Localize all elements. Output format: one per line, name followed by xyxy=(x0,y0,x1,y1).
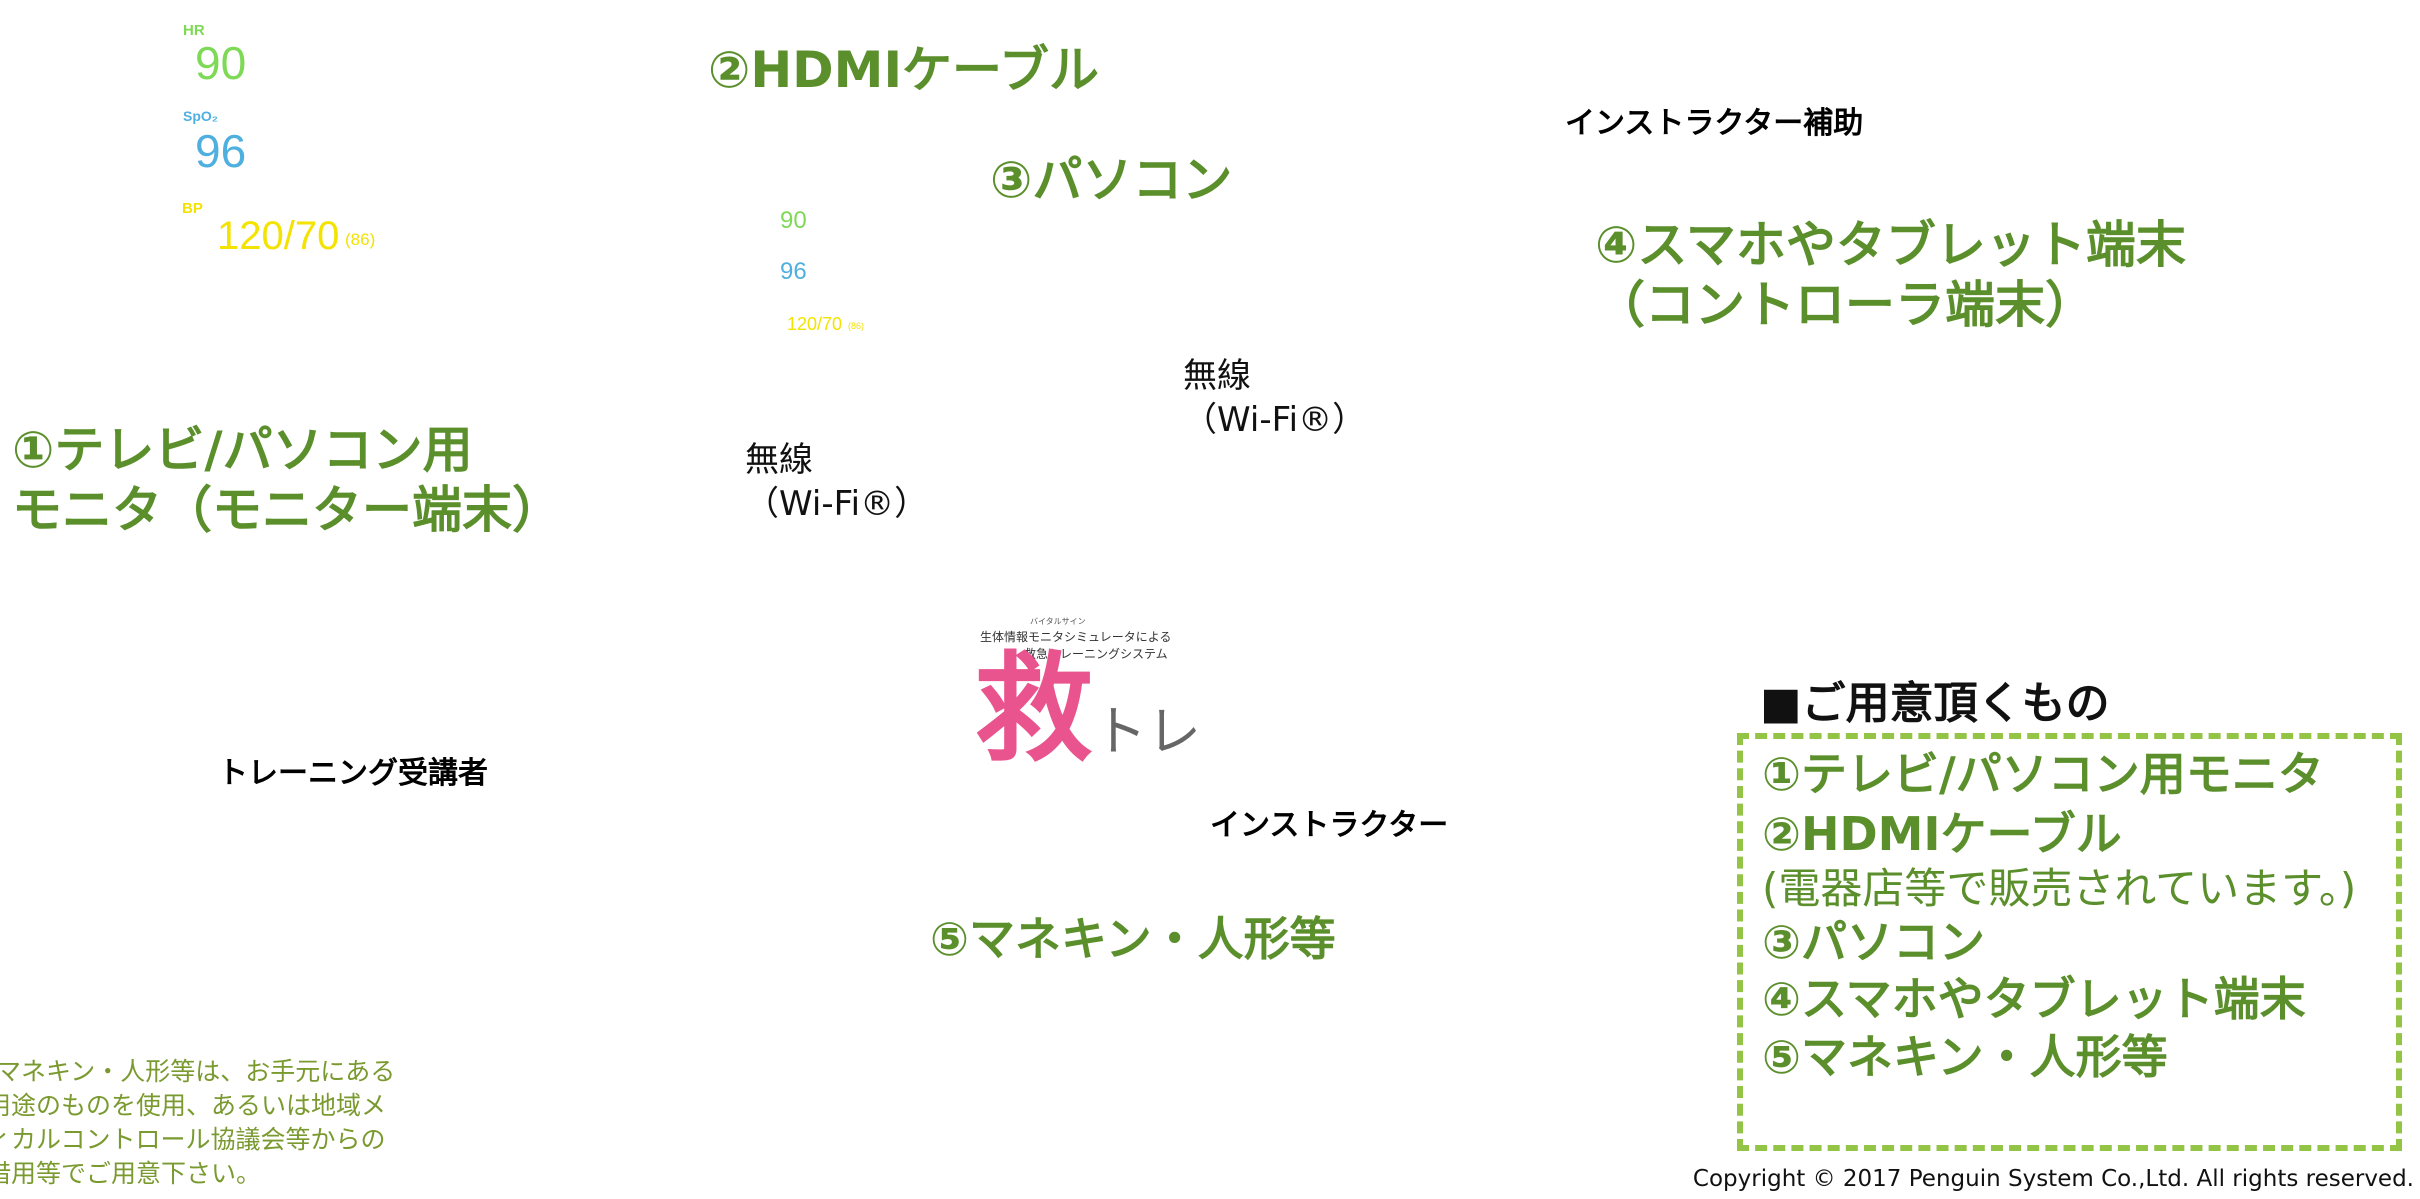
footnote-line-3: ィカルコントロール協議会等からの xyxy=(0,1125,386,1154)
prepare-item-2: ②HDMIケーブル xyxy=(1762,807,2122,861)
logo-kana: トレ xyxy=(1093,700,1201,763)
wireless-left-sub: （Wi-Fi®） xyxy=(745,484,929,524)
label-hdmi: ②HDMIケーブル xyxy=(708,41,1100,99)
spo2-wave-large xyxy=(280,56,572,154)
prepare-heading: ■ご用意頂くもの xyxy=(1760,678,2110,729)
arrow-mannequin xyxy=(987,941,1030,988)
spo2-value: 96 xyxy=(195,125,247,177)
label-instructor-assistant: インストラクター補助 xyxy=(1565,106,1864,141)
footnote-line-2: 用途のものを使用、あるいは地域メ xyxy=(0,1091,387,1120)
spo2-label: SpO₂ xyxy=(183,108,218,124)
ecg-wave-small xyxy=(822,217,945,227)
laptop-bp-mean: (86) xyxy=(848,321,865,331)
label-monitor-line2: モニタ（モニター端末） xyxy=(12,481,562,539)
prepare-item-3: ③パソコン xyxy=(1762,915,1985,969)
label-monitor-line1: ①テレビ/パソコン用 xyxy=(12,421,473,479)
prepare-item-5: ⑤マネキン・人形等 xyxy=(1762,1030,2168,1084)
label-instructor: インストラクター xyxy=(1210,808,1449,843)
footnote: マネキン・人形等は、お手元にある 用途のものを使用、あるいは地域メ ィカルコント… xyxy=(0,1055,440,1191)
prepare-list-box xyxy=(1737,733,2402,1151)
resp-label: RESP xyxy=(453,203,492,219)
footnote-line-1: マネキン・人形等は、お手元にある xyxy=(0,1057,396,1086)
wireless-left-label: 無線 xyxy=(745,440,813,480)
label-mannequin: ⑤マネキン・人形等 xyxy=(930,912,1336,966)
laptop-resp-value: 20 xyxy=(922,316,939,333)
prepare-item-1: ①テレビ/パソコン用モニタ xyxy=(1762,747,2324,801)
ecg-wave-large xyxy=(282,59,585,73)
logo-tagline-1: 生体情報モニタシミュレータによる xyxy=(980,630,1172,644)
arrow-pc xyxy=(951,203,1001,247)
label-smartphone-line2: （コントローラ端末） xyxy=(1595,276,2095,334)
logo-tagline-small: バイタルサイン xyxy=(1030,617,1086,626)
label-trainee: トレーニング受講者 xyxy=(218,756,488,791)
prepare-item-4: ④スマホやタブレット端末 xyxy=(1762,972,2306,1026)
resp-value: 20 xyxy=(515,222,547,253)
wireless-right-sub: （Wi-Fi®） xyxy=(1183,400,1367,440)
bp-mean: (86) xyxy=(345,230,376,249)
hr-value: 90 xyxy=(195,37,247,89)
laptop-resp-label: RESP xyxy=(897,305,919,314)
label-pc: ③パソコン xyxy=(990,151,1233,209)
laptop-hr-value: 90 xyxy=(780,207,807,234)
wireless-right-label: 無線 xyxy=(1183,356,1251,396)
laptop-spo2-value: 96 xyxy=(780,258,807,285)
arrow-monitor xyxy=(150,306,192,389)
prepare-item-note: (電器店等で販売されています。) xyxy=(1762,864,2357,913)
footnote-line-4: 借用等でご用意下さい。 xyxy=(0,1159,262,1188)
spo2-wave-small xyxy=(819,238,941,278)
bp-label: BP xyxy=(182,200,203,217)
arrow-hdmi xyxy=(674,87,792,304)
laptop-bp-value: 120/70 xyxy=(787,314,843,334)
bp-value: 120/70 xyxy=(217,214,340,258)
logo-kanji: 救 xyxy=(975,640,1094,778)
copyright-notice: Copyright © 2017 Penguin System Co.,Ltd.… xyxy=(1692,1166,2414,1192)
hr-label: HR xyxy=(183,22,205,39)
label-smartphone-line1: ④スマホやタブレット端末 xyxy=(1595,216,2186,274)
logo-tagline-2: 救急トレーニングシステム xyxy=(1024,647,1168,661)
